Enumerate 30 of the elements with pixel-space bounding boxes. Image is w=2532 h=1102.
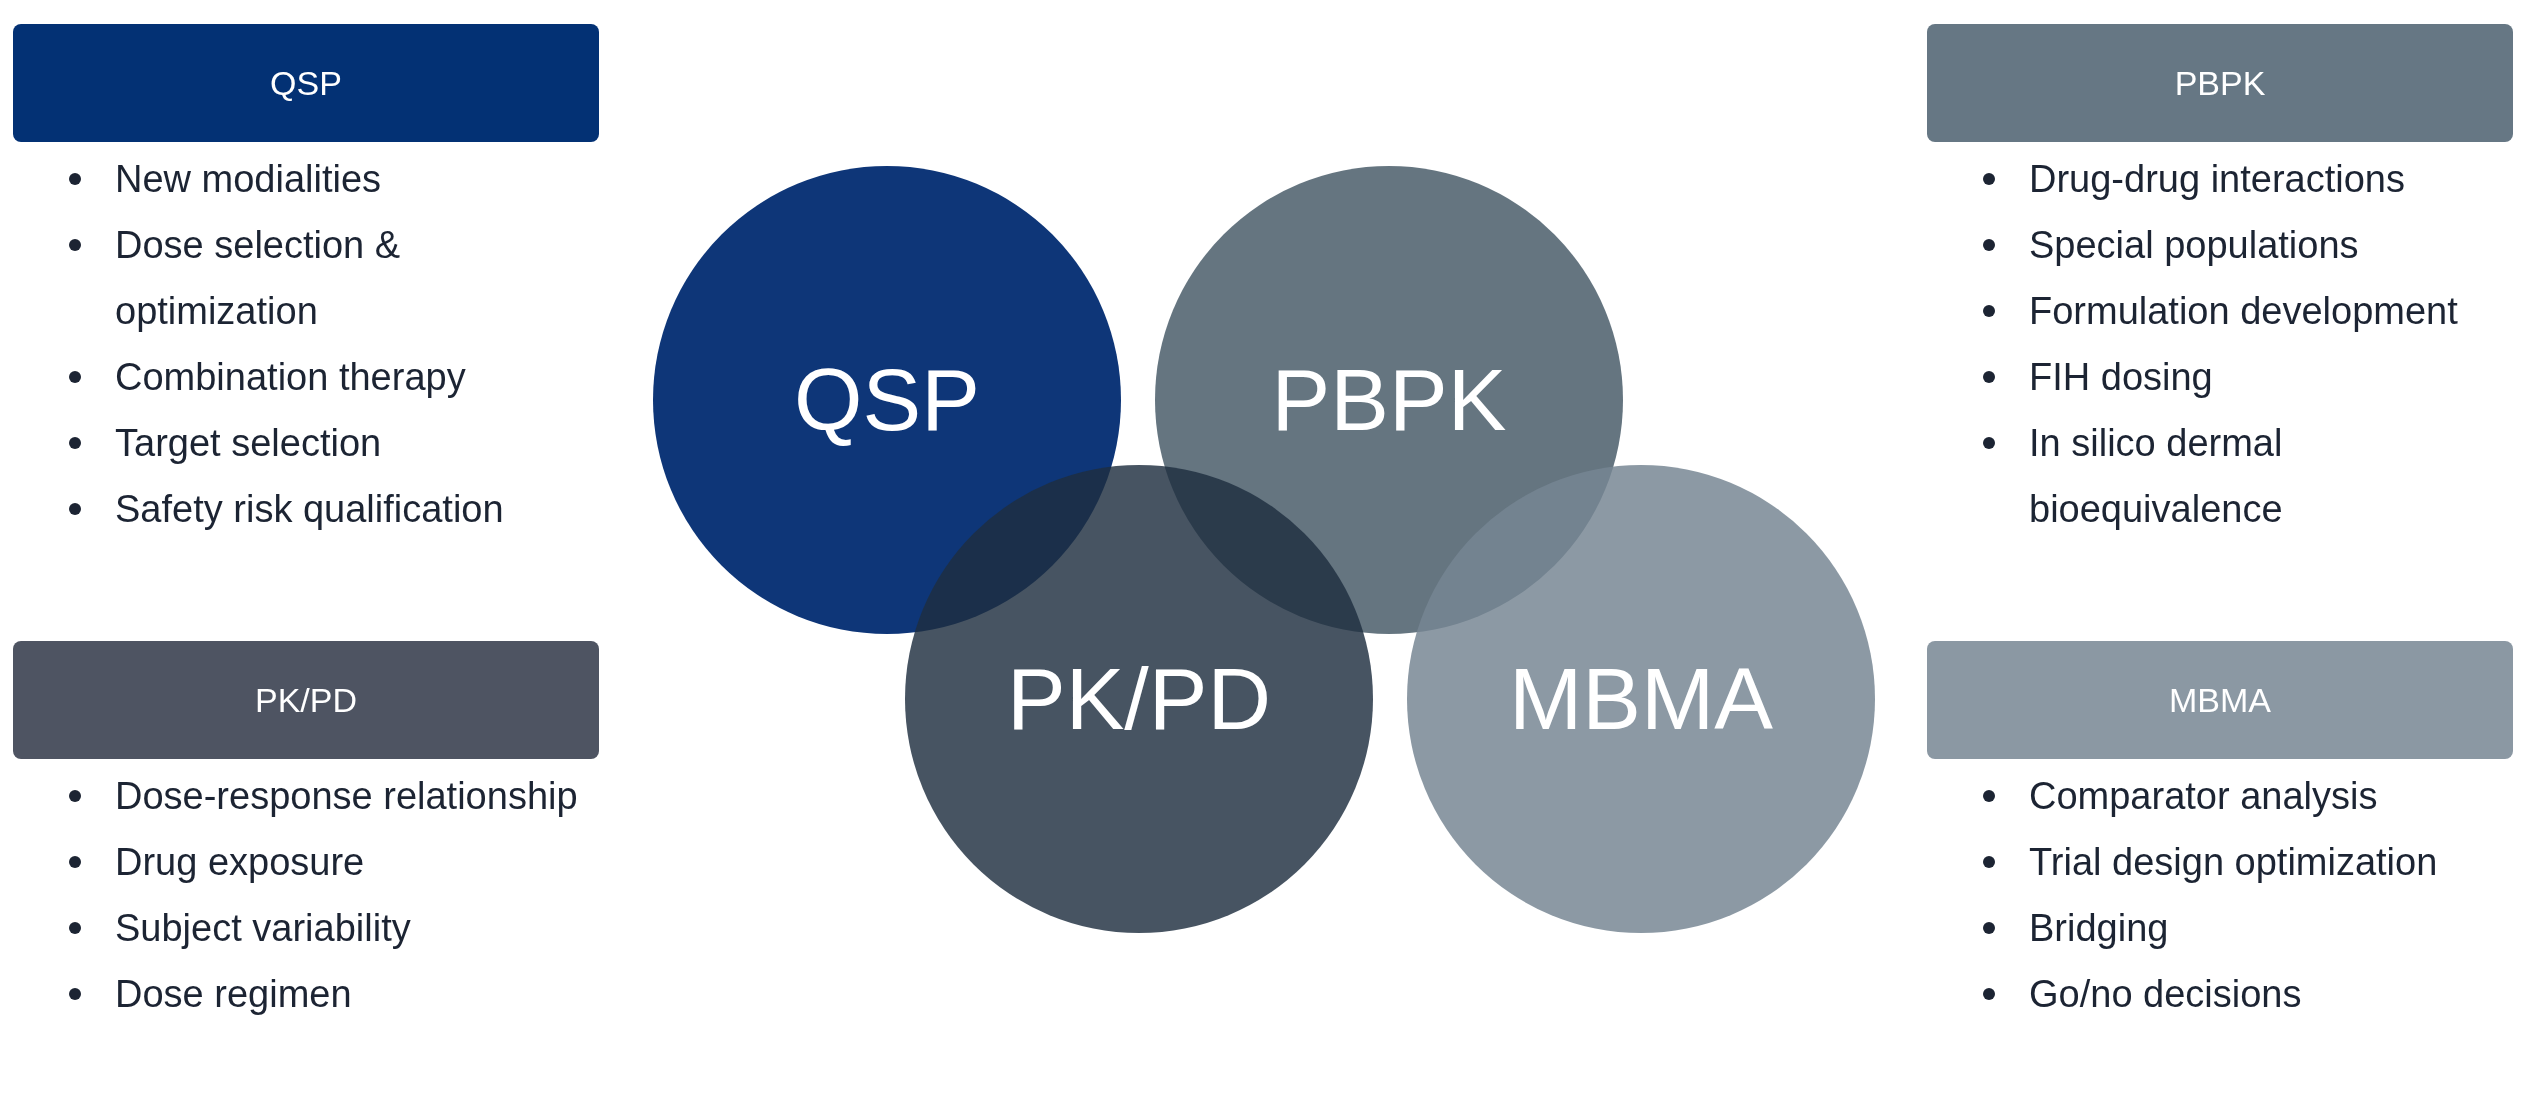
bullet-item: FIH dosing	[2029, 355, 2214, 400]
bullet-item: Combination therapy	[115, 355, 467, 400]
circle-label: PK/PD	[1006, 648, 1272, 750]
bullet-item: Go/no decisions	[2029, 972, 2303, 1017]
header-bar	[13, 24, 599, 142]
bullet-item: Subject variability	[115, 906, 412, 951]
bullet-item: Dose regimen	[115, 972, 353, 1017]
bullet-item: Formulation development	[2029, 289, 2459, 334]
header-bar	[13, 641, 599, 759]
header-title: PK/PD	[254, 680, 357, 720]
bullet-item: Dose-response relationship	[115, 774, 579, 819]
circle-label: MBMA	[1509, 648, 1773, 750]
bullet-item: Special populations	[2029, 223, 2360, 268]
bullet-item: Trial design optimization	[2029, 840, 2439, 885]
bullet-item: Comparator analysis	[2029, 774, 2379, 819]
header-title: QSP	[270, 63, 342, 103]
bullet-item: In silico dermal bioequivalence	[2029, 421, 2284, 532]
bullet-item: New modialities	[115, 157, 383, 202]
header-title: PBPK	[2174, 63, 2266, 103]
bullet-item: Drug exposure	[115, 840, 366, 885]
header-title: MBMA	[2169, 680, 2271, 720]
bullet-item: Bridging	[2029, 906, 2170, 951]
bullet-item: Safety risk qualification	[115, 487, 505, 532]
header-bar	[1927, 641, 2513, 759]
circle-label: PBPK	[1271, 349, 1507, 451]
header-bar	[1927, 24, 2513, 142]
bullet-item: Dose selection & optimization	[115, 223, 402, 334]
bullet-item: Target selection	[115, 421, 383, 466]
circle-label: QSP	[794, 349, 980, 451]
bullet-item: Drug-drug interactions	[2029, 157, 2406, 202]
